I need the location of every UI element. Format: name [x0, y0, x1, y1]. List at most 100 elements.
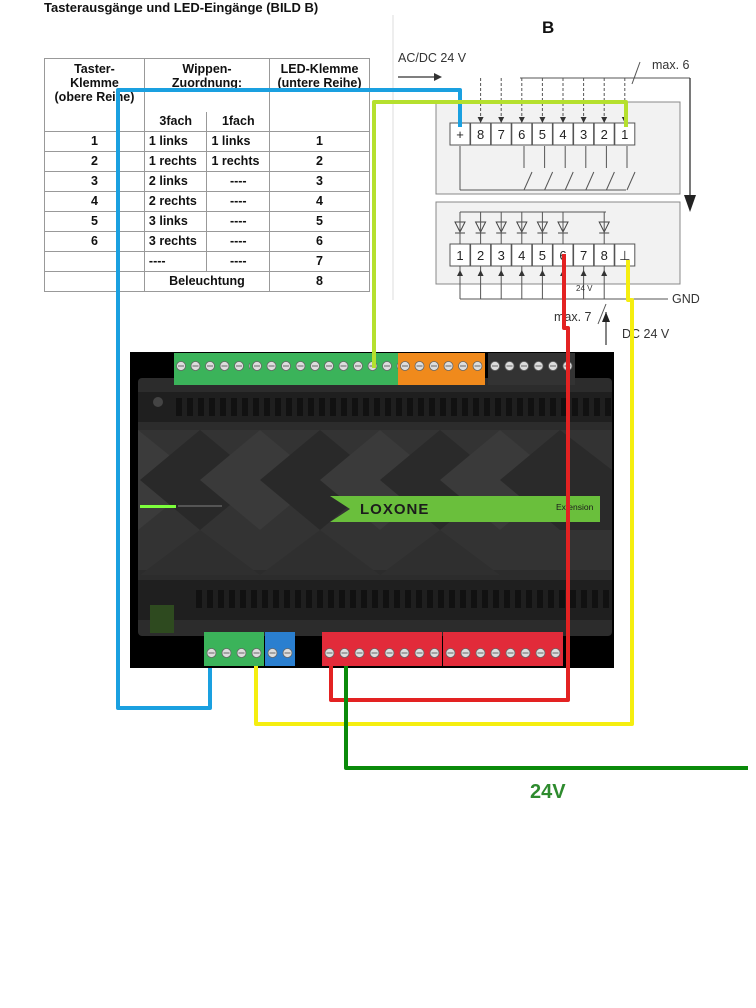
upper-terminal-label: 4: [559, 127, 566, 142]
upper-terminal-label: 5: [539, 127, 546, 142]
cell-3fach: 2 links: [143, 171, 208, 192]
upper-module-box: [435, 101, 681, 195]
header-led-line1: LED-Klemme: [280, 62, 359, 76]
upper-terminal-label: +: [456, 127, 464, 142]
header-led-line2: (untere Reihe): [277, 76, 362, 90]
vent-slot: [275, 398, 281, 416]
header-wippen: Wippen- Zuordnung:: [143, 58, 271, 112]
vent-slot: [594, 398, 600, 416]
vent-slot: [559, 590, 565, 608]
brand-logo-text: LOXONE: [360, 501, 429, 518]
status-led-bar: [178, 505, 222, 507]
vent-slot: [339, 590, 345, 608]
vent-slot: [418, 398, 424, 416]
upper-terminal-label: 3: [580, 127, 587, 142]
vent-slot: [462, 398, 468, 416]
facet-bottom: [380, 530, 500, 575]
upper-terminal-label: 8: [477, 127, 484, 142]
vent-slot: [176, 398, 182, 416]
upper-terminal-arrow: [498, 117, 505, 123]
terminal-block: [398, 353, 485, 385]
vent-slot: [572, 398, 578, 416]
vent-slot: [528, 398, 534, 416]
table-row: 3 2 links ---- 3: [44, 171, 370, 192]
wire-yellow: [254, 260, 634, 726]
vent-slot: [471, 590, 477, 608]
max7-label: max. 7: [554, 310, 592, 324]
wire-blue: [116, 88, 462, 710]
terminal-block: [488, 353, 575, 385]
upper-terminal-arrow: [601, 117, 608, 123]
header-wippen-line1: Wippen-: [182, 62, 232, 76]
switch-contact: [585, 171, 595, 191]
device-screw: [153, 397, 163, 407]
vent-slot: [383, 590, 389, 608]
vent-slot: [328, 590, 334, 608]
vent-slot: [517, 398, 523, 416]
vent-slot: [396, 398, 402, 416]
upper-terminal-label: 1: [621, 127, 628, 142]
cell-beleuchtung: Beleuchtung: [143, 271, 271, 292]
vent-slot: [515, 590, 521, 608]
vent-slot: [484, 398, 490, 416]
wire-green-24v: [344, 666, 748, 770]
sd-slot: [150, 605, 174, 633]
upper-terminal-label: 7: [498, 127, 505, 142]
vent-slot: [350, 590, 356, 608]
vent-slot: [319, 398, 325, 416]
wire-24v-label: 24V: [530, 781, 566, 803]
vent-slot: [242, 398, 248, 416]
lower-terminal-arrow: [518, 270, 525, 276]
cell-led: 8: [269, 271, 370, 292]
vent-slot: [218, 590, 224, 608]
wire-lime: [372, 100, 628, 368]
vent-slot: [308, 398, 314, 416]
terminal-block: [322, 353, 409, 385]
header-taster-line1: Taster-: [74, 62, 115, 76]
lower-terminal-label: 7: [580, 248, 587, 263]
vent-slot: [504, 590, 510, 608]
vent-slot: [363, 398, 369, 416]
max6-label: max. 6: [652, 58, 690, 72]
vent-slot: [449, 590, 455, 608]
max7-slash: [597, 303, 607, 325]
lower-terminal-label: 2: [477, 248, 484, 263]
bottom-terminal-blocks: [204, 632, 563, 666]
cell-1fach: 1 links: [206, 131, 271, 152]
wires: [116, 88, 748, 770]
loxone-extension-device: LOXONE Extension: [130, 352, 614, 668]
acdc-label: AC/DC 24 V: [398, 51, 467, 65]
vent-slot: [539, 398, 545, 416]
vent-slot: [438, 590, 444, 608]
vent-slot: [330, 398, 336, 416]
acdc-arrow-head: [434, 73, 442, 81]
lower-module-box: [435, 201, 681, 285]
lower-terminal-arrow: [498, 270, 505, 276]
vent-slot: [581, 590, 587, 608]
upper-terminal-label: 2: [601, 127, 608, 142]
vent-slot: [220, 398, 226, 416]
vent-slot: [526, 590, 532, 608]
header-taster-line3: (obere Reihe): [54, 90, 135, 104]
header-taster-klemme: Taster- Klemme (obere Reihe): [44, 58, 145, 132]
schematic-label-b: B: [542, 18, 554, 37]
vent-slot: [207, 590, 213, 608]
lower-terminal-label: 5: [539, 248, 546, 263]
brand-plate: [330, 496, 600, 522]
model-text: Extension: [556, 502, 594, 512]
page-title: Tasterausgänge und LED-Eingänge (BILD B): [44, 0, 319, 15]
cell-1fach: ----: [206, 251, 271, 272]
vent-slot: [306, 590, 312, 608]
vent-slot: [273, 590, 279, 608]
vent-slot: [286, 398, 292, 416]
vent-slot: [592, 590, 598, 608]
lower-terminal-label: 8: [601, 248, 608, 263]
lower-terminal-label: 4: [518, 248, 525, 263]
wire-red: [329, 254, 570, 702]
status-led: [140, 505, 176, 508]
vent-slot: [495, 398, 501, 416]
vent-slot: [361, 590, 367, 608]
dc24-arrow-head: [602, 312, 610, 322]
